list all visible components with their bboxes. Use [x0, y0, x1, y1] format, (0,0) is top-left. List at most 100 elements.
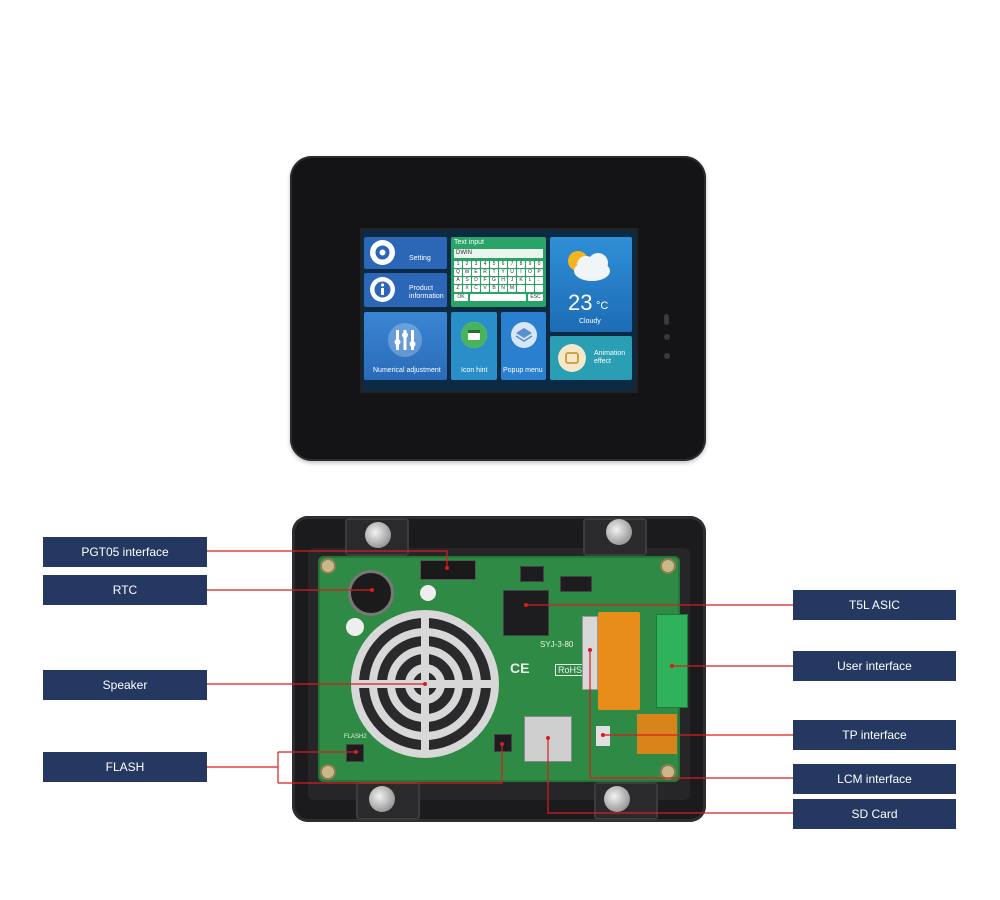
- key: N: [499, 285, 507, 292]
- mounting-hole: [320, 764, 336, 780]
- layers-icon: [511, 322, 537, 348]
- key: C: [472, 285, 480, 292]
- rtc-crystal: [420, 585, 436, 601]
- key: 7: [508, 261, 516, 268]
- key: E: [472, 269, 480, 276]
- key: 5: [490, 261, 498, 268]
- numerical-adjustment-label: Numerical adjustment: [373, 367, 441, 374]
- backspace-key: ←: [535, 277, 543, 284]
- device-screen: Setting Product information Text input D…: [360, 228, 638, 393]
- weather-label: Cloudy: [579, 318, 601, 325]
- key: G: [490, 277, 498, 284]
- keyboard-row-3: A S D F G H J K L ←: [454, 277, 543, 284]
- key: [517, 285, 525, 292]
- mounting-hole: [320, 558, 336, 574]
- keyboard-row-5: OK ESC: [454, 294, 543, 302]
- key: B: [490, 285, 498, 292]
- animation-effect-tile: Animation effect: [550, 336, 632, 380]
- icon-hint-label: Icon hint: [461, 367, 488, 374]
- key: L: [526, 277, 534, 284]
- lcm-flex-cable: [598, 612, 640, 710]
- esc-key: ESC: [528, 294, 543, 301]
- label-speaker: Speaker: [43, 670, 207, 700]
- key: D: [472, 277, 480, 284]
- sensor-indicator: [664, 314, 669, 325]
- sliders-icon: [387, 322, 423, 363]
- mounting-hole: [660, 558, 676, 574]
- chip: [560, 576, 592, 592]
- key: V: [481, 285, 489, 292]
- label-rtc: RTC: [43, 575, 207, 605]
- key: Q: [454, 269, 462, 276]
- screw-icon: [365, 522, 391, 548]
- mounting-hole: [660, 764, 676, 780]
- temperature-value: 23: [568, 290, 593, 315]
- text-input-tile: Text input DWIN 1 2 3 4 5 6 7 8 9 0 Q W …: [451, 237, 546, 307]
- screw-icon: [369, 786, 395, 812]
- gear-icon: [370, 240, 395, 265]
- key: K: [517, 277, 525, 284]
- label-tp-interface: TP interface: [793, 720, 956, 750]
- screw-icon: [606, 519, 632, 545]
- flash-silkscreen: FLASH2: [344, 734, 367, 740]
- key: P: [535, 269, 543, 276]
- label-flash: FLASH: [43, 752, 207, 782]
- animation-icon: [558, 344, 586, 372]
- numerical-adjustment-tile: Numerical adjustment: [364, 312, 447, 380]
- tp-flex-cable: [637, 714, 677, 754]
- key: F: [481, 277, 489, 284]
- setting-label: Setting: [409, 255, 431, 262]
- key: O: [526, 269, 534, 276]
- popup-menu-label: Popup menu: [503, 367, 543, 374]
- key: [535, 285, 543, 292]
- window-icon: [461, 322, 487, 348]
- temperature-unit: °C: [596, 300, 609, 312]
- key: Z: [454, 285, 462, 292]
- key: 0: [535, 261, 543, 268]
- animation-effect-label-1: Animation: [594, 350, 626, 357]
- label-user-interface: User interface: [793, 651, 956, 681]
- chip: [520, 566, 544, 582]
- leader-line-pgt05: [207, 550, 448, 568]
- key: 3: [472, 261, 480, 268]
- weather-tile: 23 °C Cloudy: [550, 237, 632, 332]
- leader-line-sd: [547, 738, 793, 814]
- keyboard-row-2: Q W E R T Y U I O P: [454, 269, 543, 276]
- product-information-label-2: information: [409, 293, 444, 300]
- text-input-field: DWIN: [454, 249, 543, 258]
- key: H: [499, 277, 507, 284]
- key: 2: [463, 261, 471, 268]
- key: X: [463, 285, 471, 292]
- label-pgt05-interface: PGT05 interface: [43, 537, 207, 567]
- product-information-label-1: Product: [409, 285, 434, 292]
- ce-mark: CE: [510, 660, 530, 676]
- capacitor: [346, 618, 364, 636]
- key: J: [508, 277, 516, 284]
- key: 4: [481, 261, 489, 268]
- pcb-model-label: SYJ-3-80: [540, 640, 574, 649]
- key: R: [481, 269, 489, 276]
- key: M: [508, 285, 516, 292]
- key: 9: [526, 261, 534, 268]
- space-key: [470, 294, 526, 301]
- label-t5l-asic: T5L ASIC: [793, 590, 956, 620]
- key: U: [508, 269, 516, 276]
- label-lcm-interface: LCM interface: [793, 764, 956, 794]
- popup-menu-tile: Popup menu: [501, 312, 546, 380]
- key: T: [490, 269, 498, 276]
- key: 6: [499, 261, 507, 268]
- icon-hint-tile: Icon hint: [451, 312, 497, 380]
- product-information-tile: Product information: [364, 273, 447, 307]
- key: [526, 285, 534, 292]
- key: 8: [517, 261, 525, 268]
- partly-cloudy-icon: [560, 245, 616, 290]
- screw-icon: [604, 786, 630, 812]
- leader-line-flash-2: [278, 744, 503, 784]
- key: Y: [499, 269, 507, 276]
- rtc-battery: [348, 570, 394, 616]
- key: S: [463, 277, 471, 284]
- indicator-led: [664, 353, 670, 359]
- info-icon: [370, 277, 395, 302]
- t5l-asic-chip: [503, 590, 549, 636]
